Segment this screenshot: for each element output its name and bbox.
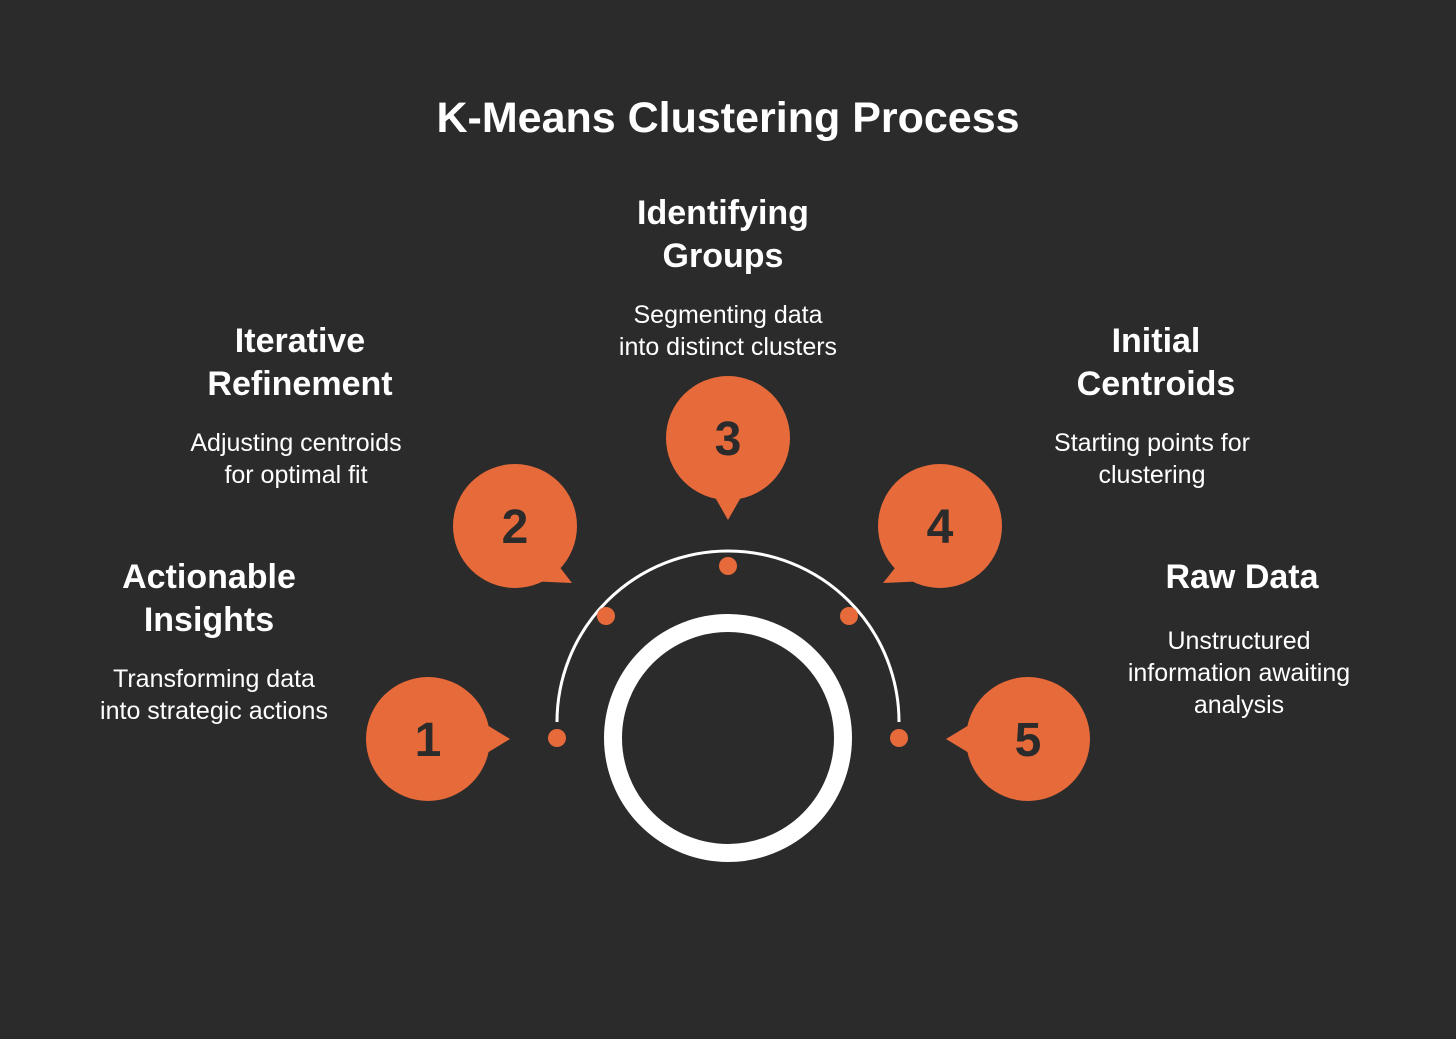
- step-bubble-4: 4: [878, 464, 1002, 588]
- step-bubble-5: 5: [946, 677, 1090, 801]
- step-desc-3: Segmenting data into distinct clusters: [578, 299, 878, 363]
- step-desc-5-line-2: information awaiting: [1127, 659, 1351, 687]
- step-desc-2-line-1: Adjusting centroids: [190, 429, 402, 457]
- arc-dot-4: [840, 607, 858, 625]
- step-title-3-line-2: Groups: [662, 237, 784, 275]
- arc-dot-1: [548, 729, 566, 747]
- arc-dot-3: [719, 557, 737, 575]
- step-desc-4-line-2: clustering: [1098, 461, 1206, 489]
- step-desc-3-line-1: Segmenting data: [633, 301, 823, 329]
- step-desc-2-line-2: for optimal fit: [224, 461, 368, 489]
- step-title-4-line-2: Centroids: [1076, 365, 1236, 403]
- step-number-2: 2: [502, 501, 529, 554]
- step-number-3: 3: [715, 413, 742, 466]
- step-title-5: Raw Data: [1092, 556, 1392, 599]
- step-desc-5-line-1: Unstructured: [1167, 627, 1311, 655]
- step-desc-1: Transforming data into strategic actions: [64, 663, 364, 727]
- step-desc-3-line-2: into distinct clusters: [618, 333, 838, 361]
- step-desc-4-line-1: Starting points for: [1054, 429, 1250, 457]
- step-bubble-3: 3: [666, 376, 790, 520]
- arc-dot-2: [597, 607, 615, 625]
- step-title-2-line-2: Refinement: [207, 365, 393, 403]
- step-bubble-2: 2: [453, 464, 577, 588]
- arc-dot-5: [890, 729, 908, 747]
- step-bubble-1: 1: [366, 677, 510, 801]
- step-title-2: Iterative Refinement: [150, 320, 450, 406]
- page-title: K-Means Clustering Process: [436, 94, 1020, 142]
- step-title-3: Identifying Groups: [573, 192, 873, 278]
- step-desc-5: Unstructured information awaiting analys…: [1089, 625, 1389, 721]
- step-desc-5-line-3: analysis: [1193, 691, 1285, 719]
- step-title-1-line-2: Insights: [143, 601, 275, 639]
- step-number-4: 4: [927, 501, 954, 554]
- step-number-1: 1: [415, 714, 442, 767]
- step-title-2-line-1: Iterative: [234, 322, 366, 360]
- step-desc-4: Starting points for clustering: [1002, 427, 1302, 491]
- step-desc-2: Adjusting centroids for optimal fit: [146, 427, 446, 491]
- step-title-4-line-1: Initial: [1111, 322, 1201, 360]
- step-title-4: Initial Centroids: [1006, 320, 1306, 406]
- center-ring: [604, 614, 852, 862]
- step-title-3-line-1: Identifying: [637, 194, 809, 232]
- step-desc-1-line-1: Transforming data: [113, 665, 315, 693]
- step-desc-1-line-2: into strategic actions: [100, 697, 328, 725]
- step-title-1-line-1: Actionable: [122, 558, 296, 596]
- step-title-5-line-1: Raw Data: [1165, 558, 1319, 596]
- progress-arc: [555, 549, 901, 723]
- step-number-5: 5: [1015, 714, 1042, 767]
- step-title-1: Actionable Insights: [59, 556, 359, 642]
